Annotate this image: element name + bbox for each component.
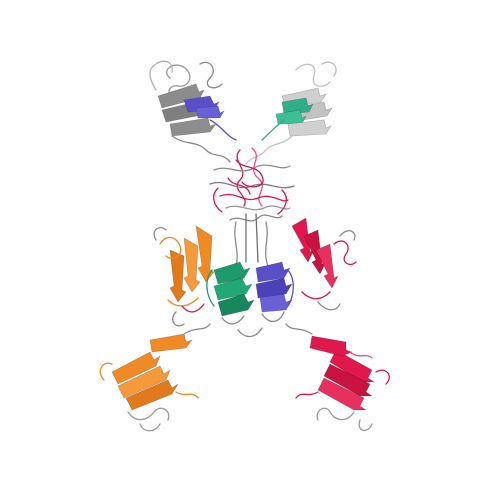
lower-right-red-domain	[285, 323, 390, 431]
upper-left-fab-domain	[149, 60, 237, 163]
upper-right-fab-domain	[245, 61, 337, 165]
middle-left-orange-domain	[153, 225, 215, 327]
middle-right-red-domain	[291, 217, 357, 311]
central-hinge-core	[209, 147, 295, 267]
lower-left-orange-domain	[99, 323, 211, 432]
center-blue-domain	[237, 261, 294, 338]
center-green-domain	[206, 261, 255, 325]
